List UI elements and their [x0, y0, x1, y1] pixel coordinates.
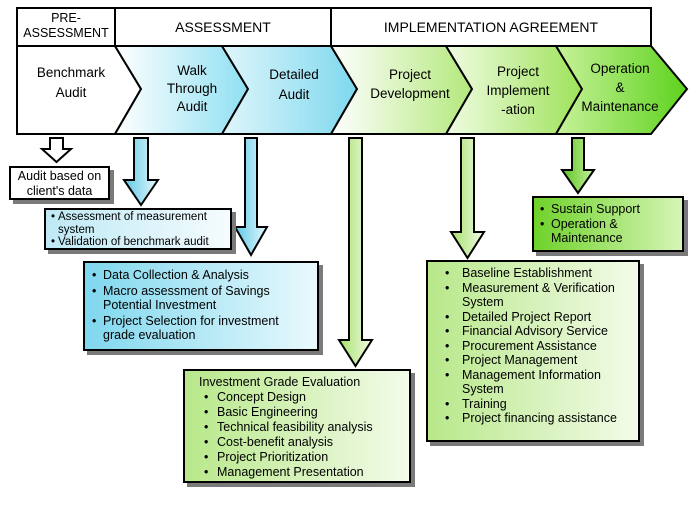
operation-list: Sustain Support Operation & Maintenance [537, 202, 678, 246]
list-item: Project Management [432, 353, 634, 368]
detailed-audit-box: Data Collection & Analysis Macro assessm… [83, 261, 319, 351]
stage-operation-maintenance-shape [554, 45, 689, 135]
header-assessment-cell [114, 7, 332, 47]
list-item: Data Collection & Analysis [89, 268, 313, 283]
walk-through-box: Assessment of measurement system Validat… [44, 208, 232, 250]
list-item: Financial Advisory Service [432, 324, 634, 339]
arrow-down-implementation-icon [449, 137, 486, 260]
down-arrows [39, 137, 596, 368]
walk-through-list: Assessment of measurement system Validat… [48, 211, 228, 249]
investment-grade-title: Investment Grade Evaluation [199, 375, 361, 389]
client-data-line-1: Audit based on [17, 169, 102, 183]
arrow-down-walk-through-icon [122, 137, 160, 207]
list-item: Basic Engineering [191, 405, 405, 420]
client-data-line-2: client's data [26, 184, 93, 198]
list-item: Cost-benefit analysis [191, 435, 405, 450]
list-item: Project financing assistance [432, 411, 634, 426]
operation-box: Sustain Support Operation & Maintenance [532, 196, 684, 252]
list-item: Procurement Assistance [432, 339, 634, 354]
arrow-down-benchmark-icon [39, 137, 74, 164]
arrow-down-operation-icon [560, 137, 596, 195]
header-pre-assessment-label: PRE-ASSESSMENT [23, 11, 109, 40]
list-item: Project Selection for investment grade e… [89, 314, 313, 343]
list-item: Macro assessment of Savings Potential In… [89, 284, 313, 313]
investment-grade-list: Concept Design Basic Engineering Technic… [191, 390, 405, 480]
header-implementation-label: IMPLEMENTATION AGREEMENT [384, 19, 599, 35]
list-item: Management Presentation [191, 465, 405, 480]
list-item: Detailed Project Report [432, 310, 634, 325]
list-item: Technical feasibility analysis [191, 420, 405, 435]
implementation-list: Baseline Establishment Measurement & Ver… [432, 266, 634, 426]
investment-grade-box: Investment Grade Evaluation Concept Desi… [183, 369, 411, 483]
header-assessment-label: ASSESSMENT [175, 19, 271, 35]
list-item: Sustain Support [537, 202, 678, 217]
list-item: Project Prioritization [191, 450, 405, 465]
detailed-audit-list: Data Collection & Analysis Macro assessm… [89, 268, 313, 343]
list-item: Training [432, 397, 634, 412]
arrow-down-development-icon [337, 137, 374, 368]
implementation-box: Baseline Establishment Measurement & Ver… [426, 260, 640, 442]
list-item: Assessment of measurement system [48, 211, 228, 236]
list-item: Baseline Establishment [432, 266, 634, 281]
list-item: Validation of benchmark audit [48, 236, 228, 249]
header-pre-assessment-cell [16, 7, 116, 47]
arrow-down-detailed-icon [233, 137, 269, 258]
list-item: Management Information System [432, 368, 634, 397]
header-band: PRE-ASSESSMENT ASSESSMENT IMPLEMENTATION… [16, 7, 652, 47]
stage-operation-maintenance-label: Operation&Maintenance [581, 61, 658, 114]
list-item: Concept Design [191, 390, 405, 405]
client-data-box: Audit based on client's data [9, 166, 110, 200]
list-item: Operation & Maintenance [537, 217, 678, 246]
list-item: Measurement & Verification System [432, 281, 634, 310]
